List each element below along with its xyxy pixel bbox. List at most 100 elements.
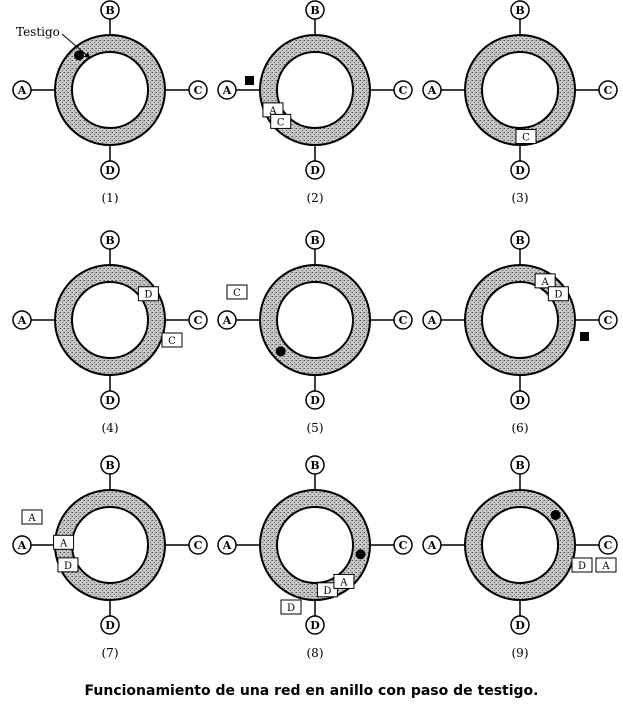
frame-1-label: C [233, 288, 241, 299]
station-d-node [305, 615, 325, 635]
ring [53, 264, 167, 376]
station-c-node [393, 310, 413, 330]
station-b-label: B [515, 459, 524, 472]
station-a-node [217, 535, 237, 555]
frame-2-box [316, 582, 338, 598]
panels-layer: ABCD(1)ABCDAC(2)ABCDC(3)ABCDCD(4)ABCDC(5… [12, 0, 618, 660]
station-d-node [305, 390, 325, 410]
station-c-node [393, 535, 413, 555]
station-a-label: A [427, 84, 437, 97]
station-c-label: C [399, 539, 408, 552]
station-c-label: C [604, 539, 613, 552]
station-c-label: C [194, 539, 203, 552]
station-b-node [305, 0, 325, 20]
station-d-node [510, 390, 530, 410]
station-b-node [305, 455, 325, 475]
panel-label: (9) [512, 646, 529, 660]
frame-1-label: C [522, 133, 530, 144]
station-d-label: D [105, 394, 115, 407]
frame-3-label: A [59, 538, 68, 549]
frame-3-label: A [339, 577, 348, 588]
station-a-node [422, 80, 442, 100]
station-d-label: D [105, 619, 115, 632]
token-marker [245, 76, 254, 85]
station-a-label: A [17, 314, 27, 327]
station-a-node [422, 310, 442, 330]
station-d-node [510, 160, 530, 180]
frame-1-box [161, 332, 183, 348]
frame-1-box [21, 509, 43, 525]
frame-2-label: D [554, 290, 562, 301]
token-marker [580, 332, 589, 341]
panel-label: (6) [512, 421, 529, 435]
station-b-node [510, 230, 530, 250]
station-b-node [100, 0, 120, 20]
station-a-label: A [427, 539, 437, 552]
station-d-label: D [310, 394, 320, 407]
station-b-label: B [105, 459, 114, 472]
panel-label: (7) [102, 646, 119, 660]
frame-3-box [53, 534, 75, 550]
ring [53, 489, 167, 601]
panel-label: (2) [307, 191, 324, 205]
station-c-label: C [194, 314, 203, 327]
frame-2-box [270, 113, 292, 129]
frame-2-label: D [64, 561, 72, 572]
token-callout-label: Testigo [16, 25, 60, 39]
station-d-label: D [105, 164, 115, 177]
ring [463, 489, 577, 601]
token-marker [355, 549, 366, 560]
frame-1-label: A [541, 277, 550, 288]
frame-3-box [333, 573, 355, 589]
frame-1-box [571, 557, 593, 573]
station-a-label: A [222, 539, 232, 552]
station-c-label: C [399, 84, 408, 97]
frame-2-label: D [144, 290, 152, 301]
frame-2-label: D [323, 586, 331, 597]
station-d-label: D [515, 619, 525, 632]
station-c-label: C [399, 314, 408, 327]
station-a-node [12, 310, 32, 330]
ring [53, 34, 167, 146]
station-a-label: A [222, 84, 232, 97]
station-b-label: B [105, 234, 114, 247]
station-d-label: D [310, 619, 320, 632]
station-d-label: D [310, 164, 320, 177]
ring [463, 264, 577, 376]
ring [463, 34, 577, 146]
frame-1-box [515, 129, 537, 144]
station-b-node [305, 230, 325, 250]
panel-label: (5) [307, 421, 324, 435]
station-d-node [510, 615, 530, 635]
station-a-node [217, 310, 237, 330]
station-c-node [598, 80, 618, 100]
station-b-label: B [515, 4, 524, 17]
station-a-label: A [17, 84, 27, 97]
station-b-node [510, 455, 530, 475]
token-marker [74, 50, 85, 61]
ring [258, 489, 372, 601]
station-a-label: A [17, 539, 27, 552]
frame-1-label: D [578, 561, 586, 572]
station-c-node [188, 80, 208, 100]
station-d-node [100, 390, 120, 410]
station-c-node [188, 535, 208, 555]
station-c-label: C [604, 84, 613, 97]
station-c-node [598, 310, 618, 330]
frame-2-box [547, 286, 569, 302]
frame-1-box [280, 599, 302, 615]
station-a-node [12, 80, 32, 100]
station-b-label: B [310, 459, 319, 472]
station-c-node [188, 310, 208, 330]
station-b-node [100, 230, 120, 250]
station-a-node [12, 535, 32, 555]
